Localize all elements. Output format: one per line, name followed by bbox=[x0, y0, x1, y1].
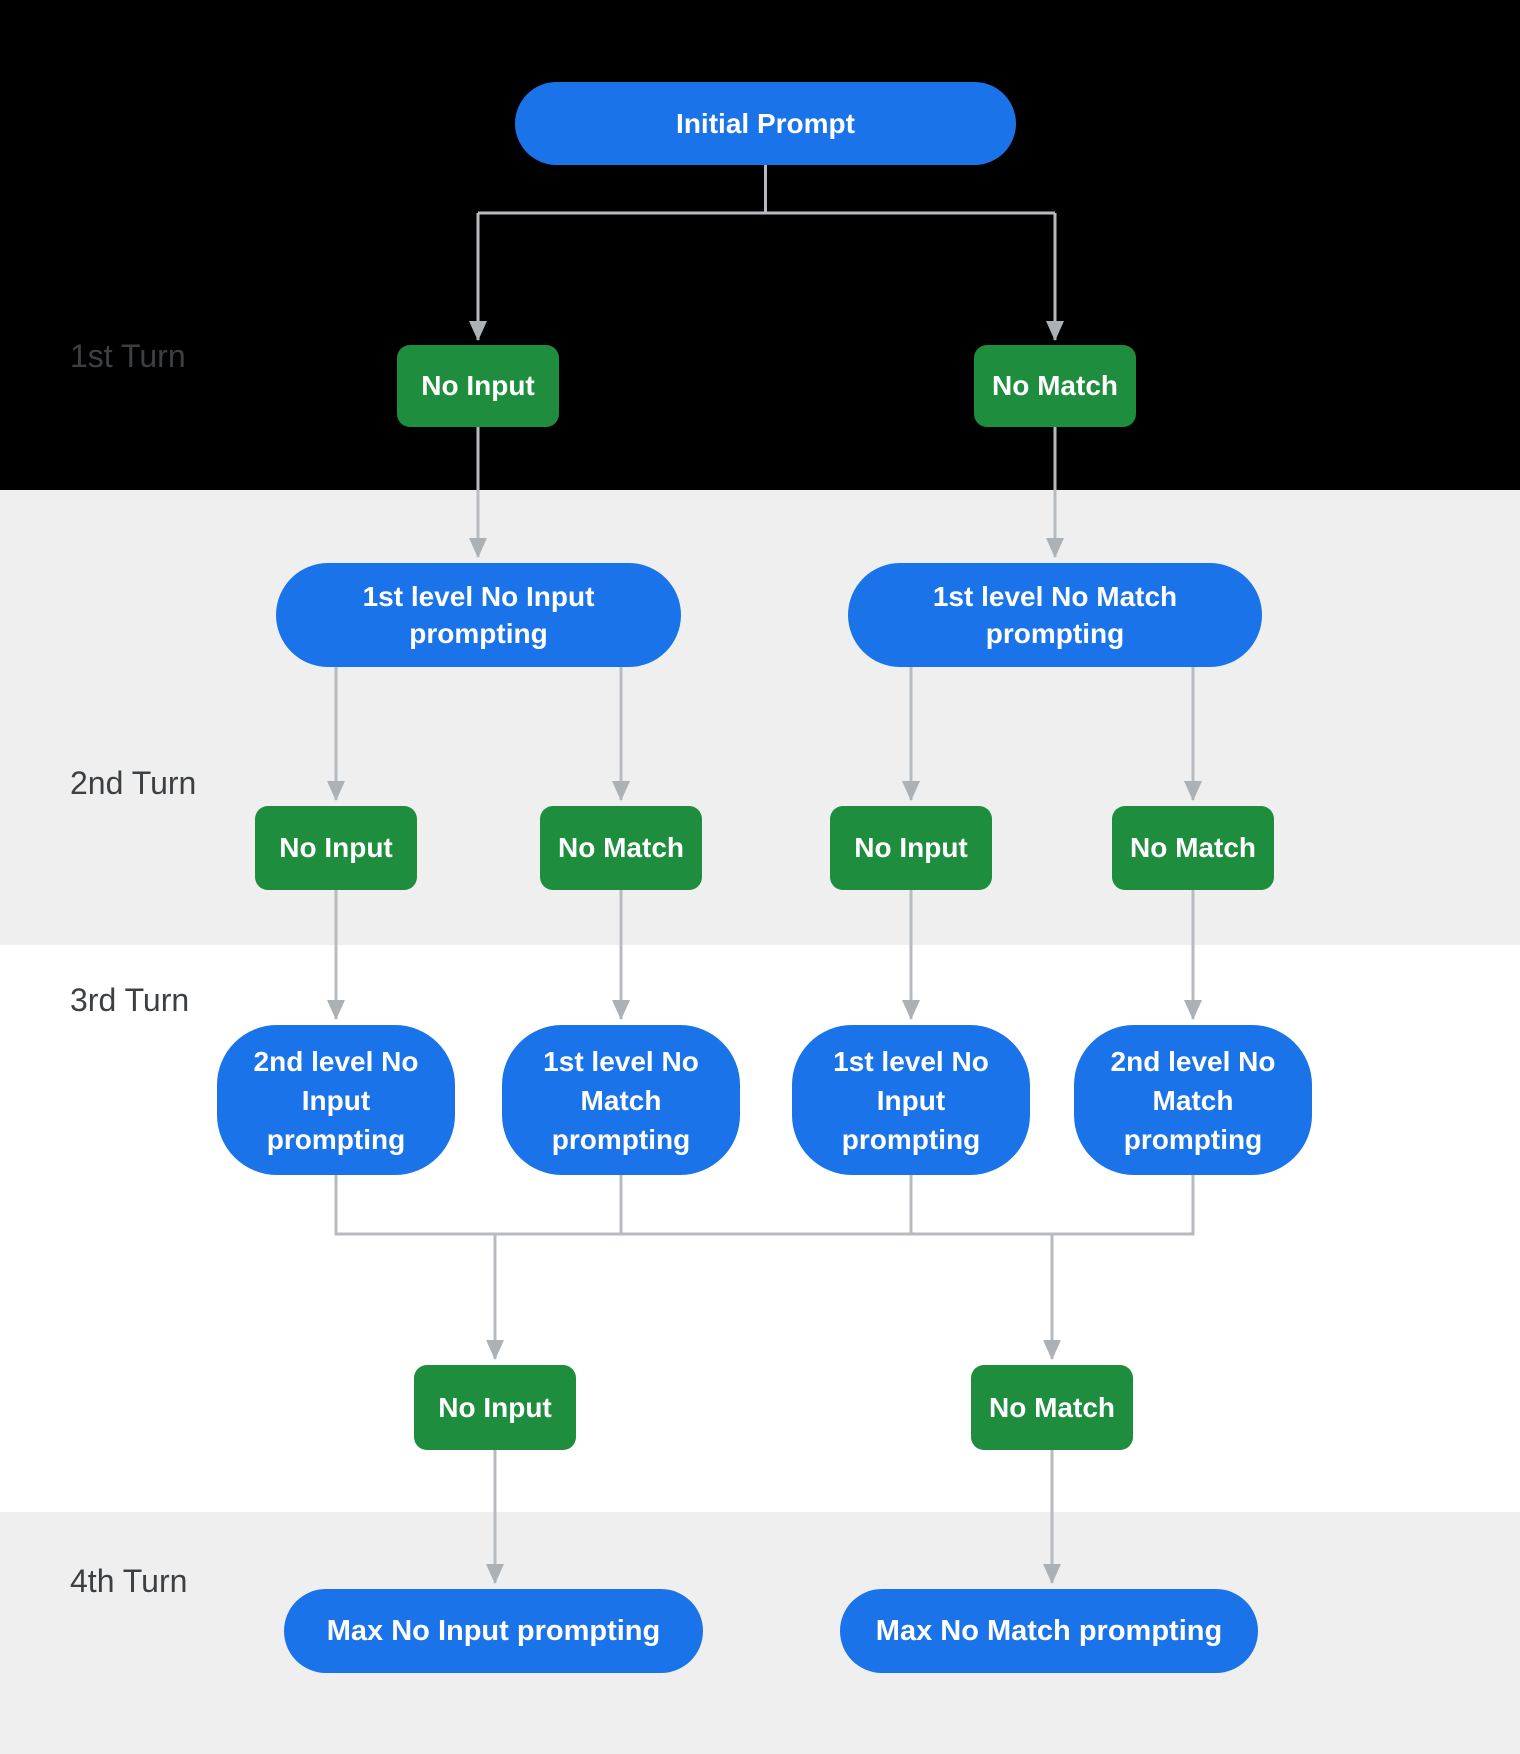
node-1st-level-no-match-prompting-2: 1st level No Match prompting bbox=[502, 1025, 740, 1175]
turn-label-2nd: 2nd Turn bbox=[70, 765, 197, 801]
node-2nd-level-no-match-prompting-label: 2nd level No Match prompting bbox=[1110, 1045, 1276, 1155]
node-turn2-no-input-1: No Input bbox=[255, 806, 417, 890]
node-turn2-no-input-2: No Input bbox=[830, 806, 992, 890]
node-turn2-no-match-2: No Match bbox=[1112, 806, 1274, 890]
node-turn1-no-input: No Input bbox=[397, 345, 559, 427]
node-1st-level-no-input-prompting-label: 1st level No Input prompting bbox=[362, 581, 595, 649]
node-turn2-no-match-2-label: No Match bbox=[1130, 832, 1256, 863]
node-2nd-level-no-match-prompting: 2nd level No Match prompting bbox=[1074, 1025, 1312, 1175]
turn-label-4th: 4th Turn bbox=[70, 1563, 188, 1599]
node-1st-level-no-match-prompting: 1st level No Match prompting bbox=[848, 563, 1262, 667]
node-1st-level-no-match-prompting-label: 1st level No Match prompting bbox=[932, 581, 1178, 649]
node-max-no-match-prompting-label: Max No Match prompting bbox=[875, 1614, 1223, 1647]
node-max-no-match-prompting: Max No Match prompting bbox=[840, 1589, 1258, 1673]
turn-label-1st: 1st Turn bbox=[70, 338, 186, 374]
node-1st-level-no-match-prompting-2-label: 1st level No Match prompting bbox=[543, 1045, 699, 1155]
band-turn1-background bbox=[0, 0, 1520, 490]
turn-label-3rd: 3rd Turn bbox=[70, 982, 190, 1018]
node-initial-prompt-label: Initial Prompt bbox=[676, 107, 855, 139]
node-turn3-no-match: No Match bbox=[971, 1365, 1133, 1450]
node-max-no-input-prompting-label: Max No Input prompting bbox=[326, 1614, 661, 1647]
node-initial-prompt: Initial Prompt bbox=[515, 82, 1016, 165]
node-turn2-no-match-1: No Match bbox=[540, 806, 702, 890]
node-2nd-level-no-input-prompting-label: 2nd level No Input prompting bbox=[253, 1045, 419, 1155]
node-max-no-input-prompting: Max No Input prompting bbox=[284, 1589, 703, 1673]
node-turn1-no-input-label: No Input bbox=[421, 370, 535, 401]
node-1st-level-no-input-prompting: 1st level No Input prompting bbox=[276, 563, 681, 667]
node-2nd-level-no-input-prompting: 2nd level No Input prompting bbox=[217, 1025, 455, 1175]
band-turn3-background bbox=[0, 945, 1520, 1512]
node-turn2-no-input-1-label: No Input bbox=[279, 832, 393, 863]
node-turn3-no-input: No Input bbox=[414, 1365, 576, 1450]
node-turn3-no-match-label: No Match bbox=[989, 1391, 1115, 1423]
node-turn3-no-input-label: No Input bbox=[438, 1391, 552, 1423]
node-1st-level-no-input-prompting-2-label: 1st level No Input prompting bbox=[833, 1045, 989, 1155]
node-1st-level-no-input-prompting-2: 1st level No Input prompting bbox=[792, 1025, 1030, 1175]
band-turn2-background bbox=[0, 490, 1520, 945]
band-turn4-background bbox=[0, 1512, 1520, 1754]
node-turn2-no-input-2-label: No Input bbox=[854, 832, 968, 863]
node-turn2-no-match-1-label: No Match bbox=[558, 832, 684, 863]
node-turn1-no-match-label: No Match bbox=[992, 370, 1118, 401]
node-turn1-no-match: No Match bbox=[974, 345, 1136, 427]
